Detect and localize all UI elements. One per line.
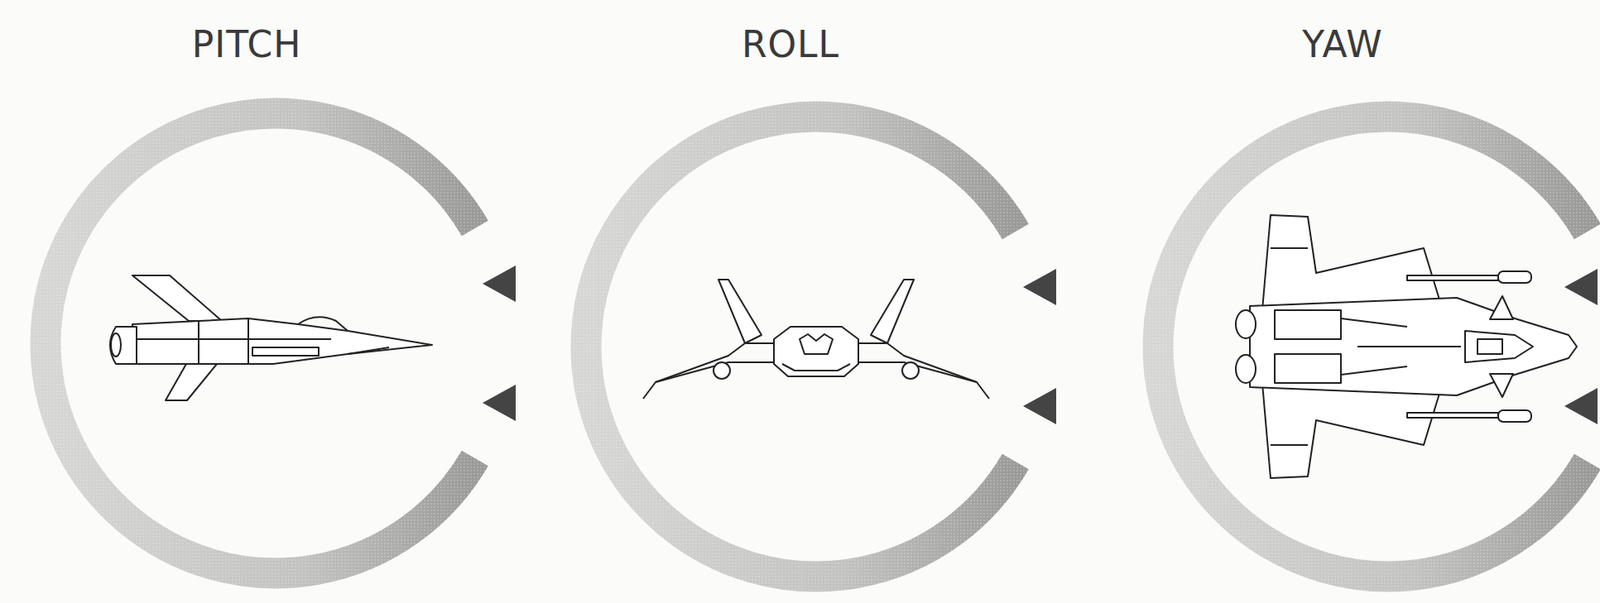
panel-heading: ROLL	[707, 24, 874, 65]
panel-heading: PITCH	[163, 24, 330, 65]
ring	[1157, 116, 1598, 577]
ship-front-view	[643, 279, 990, 399]
ring	[45, 113, 516, 574]
ring	[586, 116, 1057, 577]
rotation-panel: PITCH	[163, 24, 330, 65]
ship-top-view	[1235, 215, 1577, 479]
rotation-panel: YAW	[1259, 24, 1426, 65]
panel-heading: YAW	[1259, 24, 1426, 65]
ship-side-view	[110, 275, 433, 401]
rotation-panel: ROLL	[707, 24, 874, 65]
